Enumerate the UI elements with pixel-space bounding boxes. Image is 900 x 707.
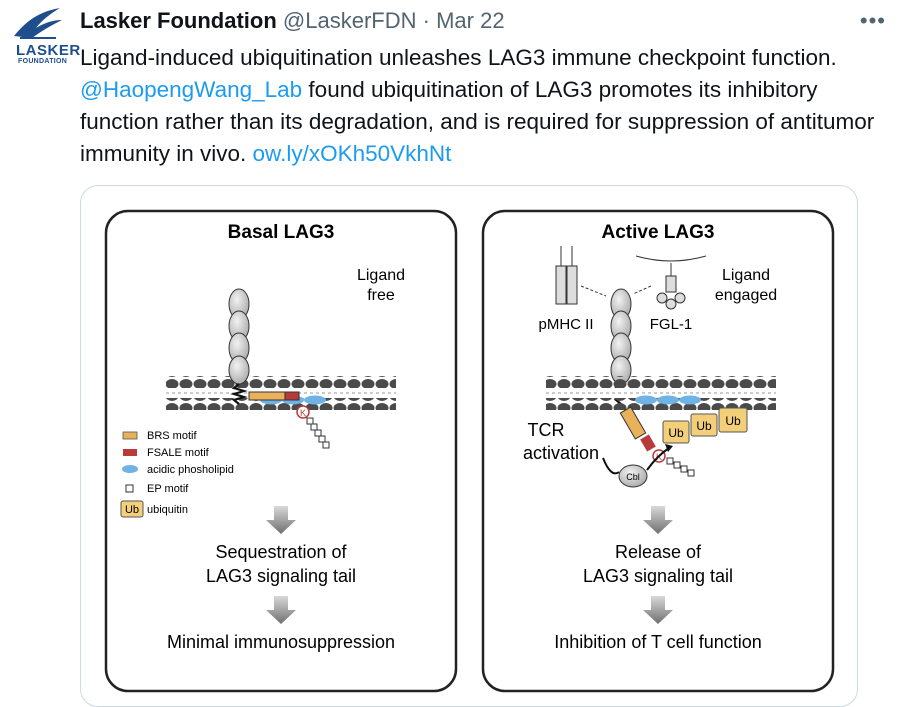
left-panel-basal: Basal LAG3 Ligand free K: [104, 209, 458, 693]
right-panel-active: Active LAG3 Ligand engaged pMHC II FGL-1: [481, 209, 835, 693]
url-link[interactable]: ow.ly/xOKh50VkhNt: [252, 141, 452, 166]
cbl-label: Cbl: [626, 472, 640, 482]
ub-2: Ub: [696, 419, 712, 433]
tcr-label-2: activation: [523, 443, 599, 463]
mention-link[interactable]: @HaopengWang_Lab: [80, 77, 303, 102]
tweet-date[interactable]: Mar 22: [436, 8, 505, 33]
cbl-arrow: [646, 447, 670, 471]
legend-fsale: FSALE motif: [147, 447, 210, 459]
left-k-label: K: [300, 408, 306, 418]
tweet-header: Lasker Foundation @LaskerFDN · Mar 22: [80, 8, 505, 34]
tweet-text-part1: Ligand-induced ubiquitination unleashes …: [80, 45, 837, 70]
right-down-arrow-2: [643, 596, 673, 624]
pmhc-label: pMHC II: [538, 316, 593, 333]
fgl1-icon: [635, 255, 707, 310]
pmhc-ii-icon: [555, 246, 578, 305]
ub-3: Ub: [725, 414, 741, 428]
avatar[interactable]: LASKER FOUNDATION: [6, 4, 80, 66]
left-panel-title: Basal LAG3: [228, 222, 335, 243]
left-down-arrow-2: [266, 596, 296, 624]
ub-1: Ub: [668, 426, 684, 440]
tcr-label-1: TCR: [528, 420, 565, 440]
legend: BRS motif FSALE motif acidic phosholipid…: [120, 430, 234, 518]
legend-ubiquitin: ubiquitin: [147, 504, 188, 516]
left-ligand-state-1: Ligand: [357, 267, 405, 284]
right-ligand-state-2: engaged: [715, 287, 777, 304]
separator-dot: ·: [422, 8, 430, 33]
figure-diagram: Basal LAG3 Ligand free K: [104, 209, 835, 693]
tweet-text-part2: found ubiquitination of LAG3 promotes it…: [80, 77, 875, 166]
tweet-text: Ligand-induced ubiquitination unleashes …: [80, 42, 880, 170]
right-down-arrow-1: [643, 506, 673, 534]
right-outcome-1a: Release of: [615, 542, 702, 562]
lasker-logo-icon: [14, 8, 62, 39]
left-down-arrow-1: [266, 506, 296, 534]
display-name[interactable]: Lasker Foundation: [80, 8, 277, 33]
legend-ep: EP motif: [147, 483, 189, 495]
more-dots-icon[interactable]: •••: [859, 8, 886, 33]
legend-ub-box: Ub: [125, 504, 139, 516]
tweet-media-image[interactable]: Basal LAG3 Ligand free K: [80, 185, 858, 707]
left-lag3-domains: [228, 288, 250, 405]
tcr-arrow: [602, 457, 620, 475]
ubiquitin-chain: Ub Ub Ub: [662, 407, 748, 444]
left-signaling-tail: K: [248, 391, 330, 449]
right-outcome-1b: LAG3 signaling tail: [583, 566, 733, 586]
logo-subtitle: FOUNDATION: [18, 58, 68, 65]
legend-brs: BRS motif: [147, 430, 197, 442]
left-outcome-1b: LAG3 signaling tail: [206, 566, 356, 586]
fgl1-label: FGL-1: [650, 316, 693, 333]
left-outcome-1a: Sequestration of: [215, 542, 347, 562]
left-ligand-state-2: free: [367, 287, 395, 304]
right-ligand-state-1: Ligand: [722, 267, 770, 284]
logo-wordmark: LASKER: [16, 42, 81, 59]
right-outcome-2: Inhibition of T cell function: [554, 632, 761, 652]
user-handle[interactable]: @LaskerFDN: [282, 8, 417, 33]
right-panel-title: Active LAG3: [602, 222, 715, 243]
legend-acidic: acidic phosholipid: [147, 464, 234, 476]
cbl-node: [618, 464, 648, 488]
right-membrane: [546, 376, 776, 410]
left-outcome-2: Minimal immunosuppression: [167, 632, 395, 652]
